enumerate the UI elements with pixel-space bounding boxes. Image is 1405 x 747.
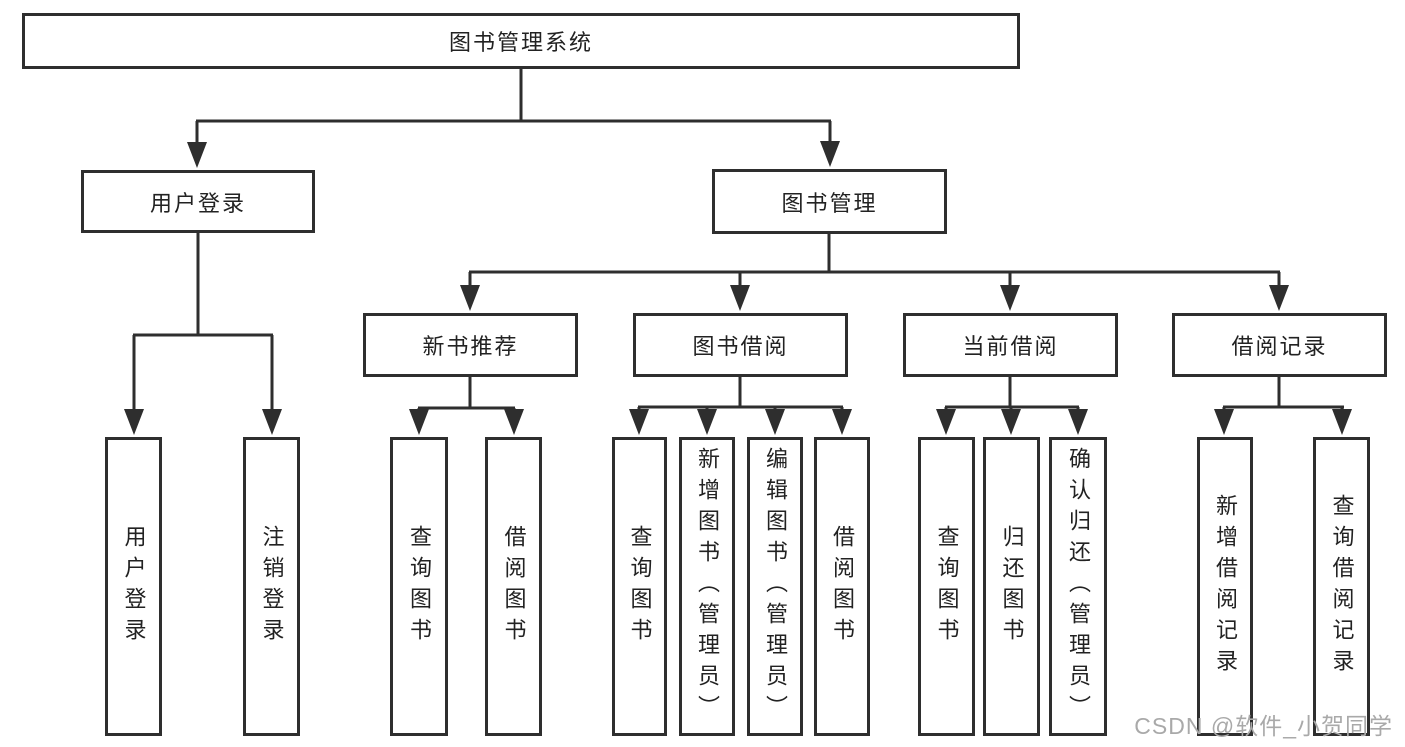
leaf-borrowing-add-books-admin-label: 新增图书（管理员） <box>695 447 720 726</box>
leaf-current-query-books-label: 查询图书 <box>934 524 960 649</box>
leaf-borrowing-borrow-books: 借阅图书 <box>814 437 870 736</box>
node-library-management-system: 图书管理系统 <box>22 13 1020 69</box>
node-user-login: 用户登录 <box>81 170 315 233</box>
leaf-recommend-borrow-books-label: 借阅图书 <box>501 524 527 649</box>
leaf-recommend-query-books: 查询图书 <box>390 437 448 736</box>
leaf-logout: 注销登录 <box>243 437 300 736</box>
arrowhead-icons <box>124 141 1352 435</box>
node-current-borrowing: 当前借阅 <box>903 313 1118 377</box>
leaf-user-login: 用户登录 <box>105 437 162 736</box>
leaf-current-query-books: 查询图书 <box>918 437 975 736</box>
leaf-current-return-books: 归还图书 <box>983 437 1040 736</box>
node-book-management-label: 图书管理 <box>781 190 878 216</box>
csdn-watermark: CSDN @软件_小贺同学 <box>1134 713 1393 739</box>
leaf-borrowing-add-books-admin: 新增图书（管理员） <box>679 437 735 736</box>
leaf-borrowing-query-books-label: 查询图书 <box>627 524 653 649</box>
leaf-logout-label: 注销登录 <box>259 524 285 649</box>
node-new-book-recommend-label: 新书推荐 <box>422 334 519 359</box>
leaf-records-add-borrow-record-label: 新增借阅记录 <box>1213 493 1238 680</box>
node-borrowing-records: 借阅记录 <box>1172 313 1387 377</box>
leaf-user-login-label: 用户登录 <box>121 524 147 649</box>
node-user-login-label: 用户登录 <box>149 190 246 216</box>
leaf-borrowing-edit-books-admin-label: 编辑图书（管理员） <box>763 447 788 726</box>
leaf-recommend-borrow-books: 借阅图书 <box>485 437 542 736</box>
leaf-current-return-books-label: 归还图书 <box>999 524 1025 649</box>
node-book-management: 图书管理 <box>712 169 947 234</box>
leaf-current-confirm-return-admin-label: 确认归还（管理员） <box>1066 447 1091 726</box>
leaf-recommend-query-books-label: 查询图书 <box>407 524 432 649</box>
leaf-records-add-borrow-record: 新增借阅记录 <box>1197 437 1253 736</box>
leaf-borrowing-edit-books-admin: 编辑图书（管理员） <box>747 437 803 736</box>
node-book-borrowing: 图书借阅 <box>633 313 848 377</box>
node-borrowing-records-label: 借阅记录 <box>1231 334 1328 359</box>
node-library-management-system-label: 图书管理系统 <box>448 30 593 55</box>
leaf-records-query-borrow-record-label: 查询借阅记录 <box>1329 493 1355 680</box>
node-book-borrowing-label: 图书借阅 <box>692 334 789 359</box>
leaf-borrowing-query-books: 查询图书 <box>612 437 667 736</box>
node-new-book-recommend: 新书推荐 <box>363 313 578 377</box>
leaf-borrowing-borrow-books-label: 借阅图书 <box>830 524 855 649</box>
node-current-borrowing-label: 当前借阅 <box>962 334 1059 359</box>
leaf-records-query-borrow-record: 查询借阅记录 <box>1313 437 1370 736</box>
leaf-current-confirm-return-admin: 确认归还（管理员） <box>1049 437 1107 736</box>
